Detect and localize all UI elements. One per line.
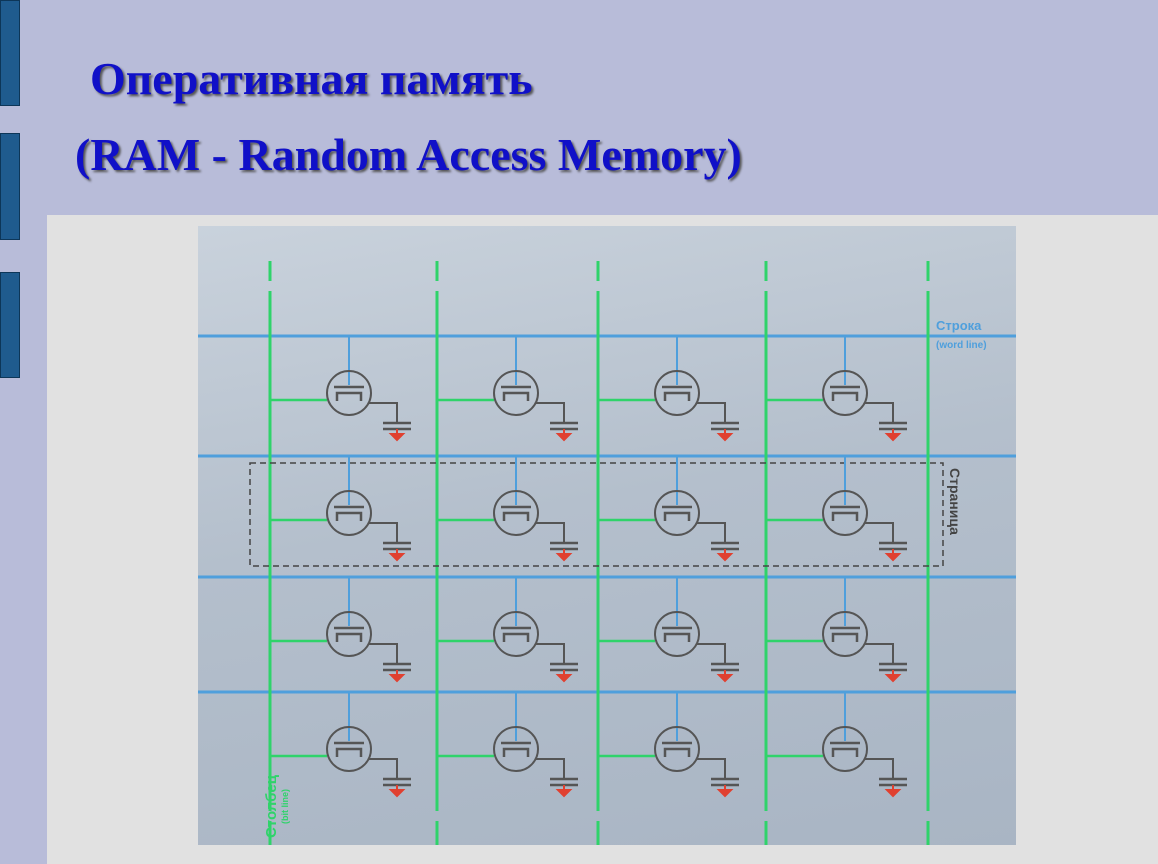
ground-icon bbox=[388, 549, 406, 562]
cell-wire bbox=[536, 402, 565, 423]
transistor-icon bbox=[501, 626, 531, 642]
ground-icon bbox=[716, 429, 734, 442]
capacitor-icon bbox=[550, 541, 578, 551]
ground-icon bbox=[388, 429, 406, 442]
transistor-icon bbox=[326, 490, 372, 536]
transistor-icon bbox=[326, 726, 372, 772]
transistor-icon bbox=[654, 611, 700, 657]
transistor-icon bbox=[334, 626, 364, 642]
transistor-icon bbox=[830, 385, 860, 401]
slide-subtitle: (RAM - Random Access Memory) bbox=[75, 129, 742, 180]
transistor-icon bbox=[654, 726, 700, 772]
transistor-icon bbox=[501, 385, 531, 401]
page-box bbox=[249, 462, 944, 567]
transistor-icon bbox=[830, 626, 860, 642]
cell-wire bbox=[697, 402, 726, 423]
transistor-icon bbox=[822, 490, 868, 536]
transistor-icon bbox=[822, 370, 868, 416]
decor-bar bbox=[0, 272, 20, 378]
word-line-sublabel: (word line) bbox=[936, 340, 987, 351]
transistor-icon bbox=[493, 490, 539, 536]
ground-icon bbox=[555, 429, 573, 442]
transistor-icon bbox=[493, 370, 539, 416]
transistor-icon bbox=[822, 611, 868, 657]
capacitor-icon bbox=[711, 421, 739, 431]
capacitor-icon bbox=[879, 541, 907, 551]
transistor-icon bbox=[662, 741, 692, 757]
capacitor-icon bbox=[383, 662, 411, 672]
ram-cell-diagram: Строка (word line) Страница Столбец (bit… bbox=[198, 226, 1016, 845]
capacitor-icon bbox=[383, 421, 411, 431]
capacitor-icon bbox=[550, 421, 578, 431]
ground-icon bbox=[388, 785, 406, 798]
transistor-icon bbox=[493, 611, 539, 657]
ground-icon bbox=[716, 549, 734, 562]
capacitor-icon bbox=[383, 777, 411, 787]
cell-wire bbox=[536, 643, 565, 664]
capacitor-icon bbox=[550, 662, 578, 672]
transistor-icon bbox=[822, 726, 868, 772]
transistor-icon bbox=[830, 505, 860, 521]
ground-icon bbox=[884, 670, 902, 683]
memory-array-svg: Строка (word line) Страница Столбец (bit… bbox=[198, 261, 1016, 845]
ground-icon bbox=[555, 670, 573, 683]
ground-icon bbox=[884, 429, 902, 442]
transistor-icon bbox=[662, 385, 692, 401]
capacitor-icon bbox=[550, 777, 578, 787]
capacitor-icon bbox=[711, 777, 739, 787]
capacitor-icon bbox=[711, 662, 739, 672]
bit-line-label: Столбец bbox=[263, 774, 280, 838]
cell-wire bbox=[697, 522, 726, 543]
cell-wire bbox=[865, 643, 894, 664]
transistor-icon bbox=[334, 505, 364, 521]
transistor-icon bbox=[662, 626, 692, 642]
word-line-label: Строка bbox=[936, 318, 982, 333]
capacitor-icon bbox=[383, 541, 411, 551]
cell-wire bbox=[865, 758, 894, 779]
capacitor-icon bbox=[879, 777, 907, 787]
decor-bar bbox=[0, 0, 20, 106]
ground-icon bbox=[388, 670, 406, 683]
cell-wire bbox=[369, 402, 398, 423]
cell-wire bbox=[536, 758, 565, 779]
cell-wire bbox=[369, 758, 398, 779]
decor-bar bbox=[0, 133, 20, 240]
bit-line-sublabel: (bit line) bbox=[280, 789, 290, 824]
transistor-icon bbox=[493, 726, 539, 772]
ground-icon bbox=[716, 785, 734, 798]
capacitor-icon bbox=[879, 662, 907, 672]
transistor-icon bbox=[654, 490, 700, 536]
cell-wire bbox=[697, 643, 726, 664]
capacitor-icon bbox=[711, 541, 739, 551]
transistor-icon bbox=[501, 741, 531, 757]
ground-icon bbox=[555, 549, 573, 562]
ground-icon bbox=[555, 785, 573, 798]
transistor-icon bbox=[654, 370, 700, 416]
transistor-icon bbox=[830, 741, 860, 757]
cell-wire bbox=[865, 522, 894, 543]
slide-title: Оперативная память bbox=[90, 53, 533, 104]
cell-wire bbox=[697, 758, 726, 779]
cell-wire bbox=[369, 643, 398, 664]
transistor-icon bbox=[334, 741, 364, 757]
ground-icon bbox=[884, 549, 902, 562]
transistor-icon bbox=[326, 370, 372, 416]
capacitor-icon bbox=[879, 421, 907, 431]
transistor-icon bbox=[662, 505, 692, 521]
cell-wire bbox=[369, 522, 398, 543]
cell-wire bbox=[865, 402, 894, 423]
ground-icon bbox=[716, 670, 734, 683]
transistor-icon bbox=[501, 505, 531, 521]
page-label: Страница bbox=[947, 468, 963, 535]
ground-icon bbox=[884, 785, 902, 798]
transistor-icon bbox=[334, 385, 364, 401]
transistor-icon bbox=[326, 611, 372, 657]
cell-wire bbox=[536, 522, 565, 543]
